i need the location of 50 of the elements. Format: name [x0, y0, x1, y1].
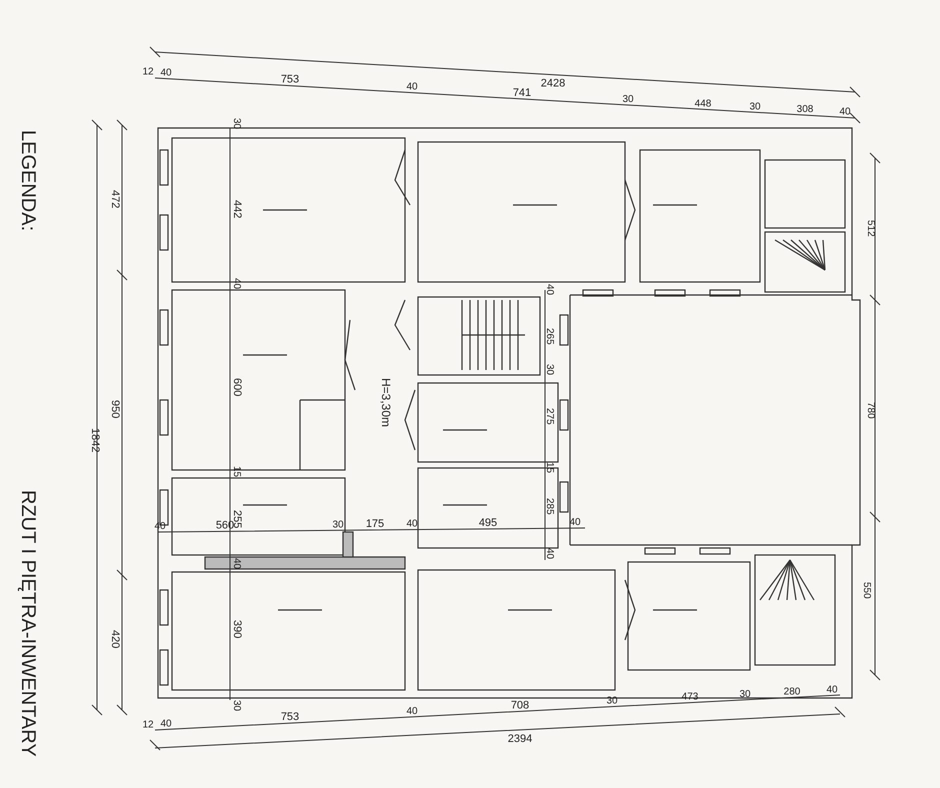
dimension-label: 15	[231, 466, 242, 478]
dimension-label: 495	[478, 516, 498, 529]
dimension-label: 40	[406, 706, 418, 717]
dimension-label: 40	[160, 718, 172, 730]
dimension-label: 2428	[540, 78, 566, 90]
dimension-label: 40	[231, 558, 242, 570]
dimension-label: 420	[109, 630, 121, 648]
dimension-label: 40	[839, 106, 851, 118]
dimension-label: 30	[739, 688, 751, 700]
dimension-label: 40	[160, 68, 172, 79]
dimension-label: 308	[796, 104, 814, 116]
dimension-label: 40	[826, 684, 838, 696]
legend-heading: LEGENDA:	[17, 130, 39, 232]
dimension-label: 550	[861, 582, 872, 599]
dimension-label: 265	[544, 328, 555, 345]
dimension-label: 741	[512, 86, 532, 99]
dimension-label: 512	[865, 220, 876, 237]
dimension-label: 30	[231, 700, 242, 712]
dimension-label: 30	[332, 519, 344, 530]
dimension-label: 30	[606, 696, 618, 707]
height-note: H=3,30m	[379, 378, 393, 428]
dimension-label: 40	[231, 278, 242, 290]
plan-title: RZUT I PIĘTRA-INWENTARY	[17, 490, 39, 757]
dimension-label: 390	[231, 620, 243, 638]
dimension-label: 442	[231, 200, 243, 218]
dimension-label: 40	[406, 82, 418, 93]
dimension-label: 30	[749, 101, 761, 112]
dimension-label: 40	[406, 518, 418, 530]
dimension-label: 30	[231, 118, 242, 130]
dimension-label: 950	[109, 400, 121, 418]
dimension-label: 753	[280, 74, 300, 86]
dimension-label: 472	[109, 190, 121, 208]
dimension-label: 600	[231, 378, 243, 396]
dimension-label: 175	[366, 518, 384, 530]
dimension-label: 12	[142, 66, 154, 78]
dimension-label: 40	[544, 548, 555, 560]
dimension-label: 30	[544, 364, 555, 376]
dimension-label: 40	[544, 284, 555, 296]
dimension-label: 2394	[508, 732, 532, 745]
dimension-label: 708	[510, 699, 530, 712]
dimension-label: 280	[784, 686, 800, 698]
dimension-label: 1842	[89, 428, 101, 452]
dimension-label: 448	[694, 98, 712, 110]
dimension-label: 753	[280, 711, 300, 724]
dimension-label: 275	[544, 408, 555, 425]
dimension-label: 30	[622, 94, 634, 106]
dimension-label: 12	[142, 719, 154, 730]
dimension-label: 780	[865, 402, 876, 419]
dimension-label: 15	[544, 462, 555, 474]
dimension-label: 285	[544, 498, 555, 515]
